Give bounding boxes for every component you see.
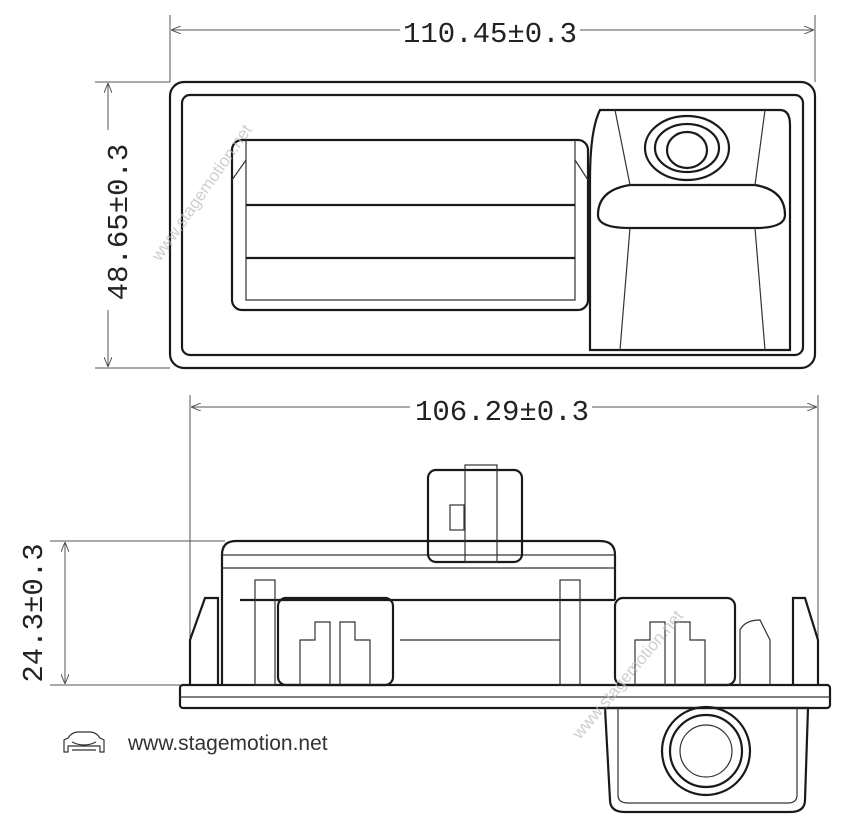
watermark-bottom: www.stagemotion.net: [568, 606, 687, 743]
top-width-label: 110.45±0.3: [403, 18, 577, 51]
camera-lower: [603, 705, 810, 814]
bottom-height-dimension: 24.3±0.3: [18, 540, 225, 686]
car-front-icon: [63, 731, 105, 753]
brand-url: www.stagemotion.net: [127, 732, 328, 755]
watermark-top: www.stagemotion.net: [147, 121, 256, 265]
handle-recess: [230, 138, 590, 312]
camera-housing: [588, 108, 792, 352]
bottom-width-label: 106.29±0.3: [415, 396, 589, 429]
top-height-label: 48.65±0.3: [103, 144, 136, 301]
bottom-height-label: 24.3±0.3: [18, 543, 51, 682]
bottom-width-dimension: 106.29±0.3: [189, 395, 819, 685]
side-view: 106.29±0.3 24.3±0.3: [18, 395, 832, 814]
top-view: 110.45±0.3 48.65±0.3: [95, 15, 817, 370]
top-height-dimension: 48.65±0.3: [95, 81, 170, 369]
top-width-dimension: 110.45±0.3: [169, 15, 816, 82]
